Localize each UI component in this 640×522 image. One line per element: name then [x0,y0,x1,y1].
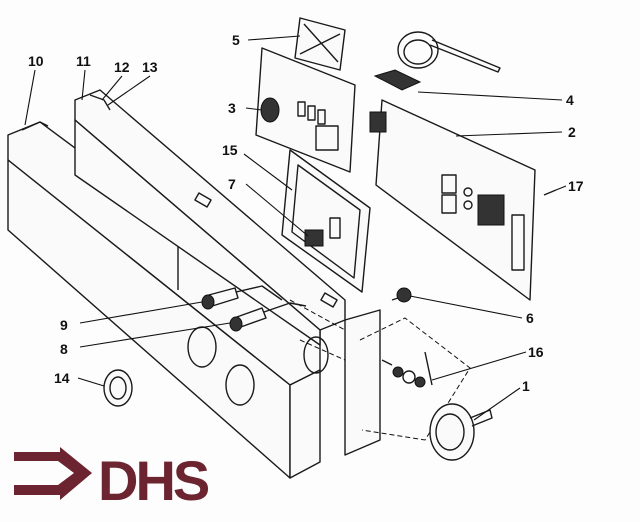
label-8: 8 [60,341,68,357]
label-10: 10 [28,53,44,69]
label-3: 3 [228,100,236,116]
part-8-lamp [229,302,307,332]
label-17: 17 [568,178,584,194]
part-17-pin [543,189,557,196]
arrow-logo-icon [14,447,92,500]
label-16: 16 [528,344,544,360]
part-2-board [369,99,536,301]
label-9: 9 [60,317,68,333]
label-7: 7 [228,176,236,192]
part-1-element [429,403,493,461]
label-4: 4 [566,92,574,108]
label-12: 12 [114,59,130,75]
part-15-plate [281,149,371,293]
label-5: 5 [232,32,240,48]
part-6-knob [391,287,412,303]
leader-lines [24,35,567,421]
logo-text: DHS [98,449,209,512]
dhs-logo: DHS [14,447,212,512]
label-11: 11 [76,53,91,69]
part-4-thermostat [373,31,501,91]
part-labels: 10 11 12 13 5 3 15 7 4 2 17 6 9 8 16 14 … [28,32,584,394]
label-13: 13 [142,59,158,75]
part-16-switch [359,317,471,441]
part-5-cover [294,17,346,71]
part-14-grommet [103,369,133,407]
label-15: 15 [222,142,238,158]
label-2: 2 [568,124,576,140]
label-1: 1 [522,378,530,394]
part-3-board [255,47,356,173]
label-6: 6 [526,310,534,326]
rear-panel [74,89,381,456]
label-14: 14 [54,370,70,386]
